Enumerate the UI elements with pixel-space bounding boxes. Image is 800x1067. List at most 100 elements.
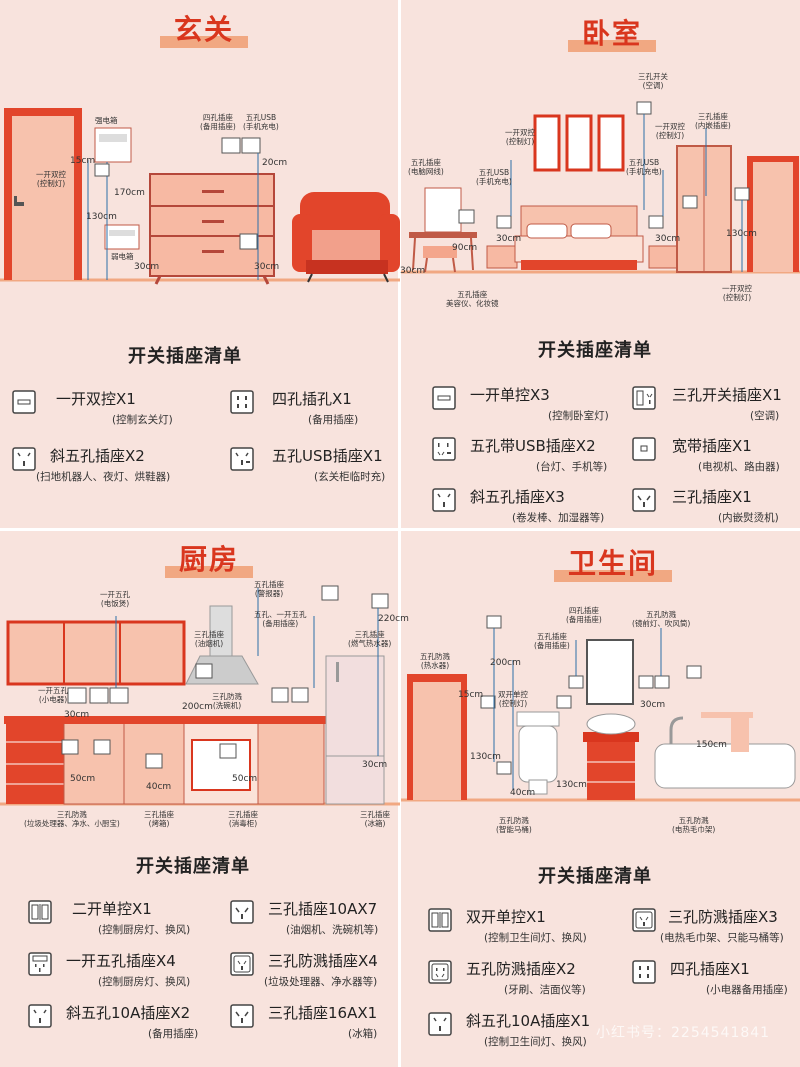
three-hole-socket-icon (230, 900, 254, 924)
item-name: 五孔带USB插座X2 (470, 437, 596, 455)
item-name: 一开单控X3 (470, 386, 550, 404)
slant-five-socket-icon (28, 1004, 52, 1028)
bedroom-dim-30a: 30cm (400, 266, 426, 276)
item-sub: (卷发棒、加湿器等) (512, 512, 605, 524)
entry-dim-30b: 30cm (254, 262, 280, 272)
kitchen-label-dish: 三孔防溅 (洗碗机) (212, 692, 242, 710)
item-sub: (冰箱) (348, 1028, 378, 1040)
bathroom-label-heater: 五孔防溅 (热水器) (420, 652, 450, 670)
kitchen-label-oven: 三孔插座 (烤箱) (144, 810, 174, 828)
bedroom-dim-30b: 30cm (496, 234, 522, 244)
kitchen-title: 厨房 (165, 536, 254, 580)
bathroom-dim-130b: 130cm (556, 780, 587, 790)
switch-five-socket-icon (28, 952, 52, 976)
bedroom-dim-130: 130cm (726, 229, 757, 239)
item-sub: (垃圾处理器、净水器等) (264, 976, 378, 988)
single-switch-icon (432, 386, 456, 410)
item-name: 双开单控X1 (466, 908, 546, 926)
kitchen-dim-30b: 30cm (362, 760, 388, 770)
four-hole-socket-icon (230, 390, 254, 414)
kitchen-dim-200: 200cm (182, 702, 213, 712)
kitchen-dim-50b: 50cm (232, 774, 258, 784)
bedroom-list-title: 开关插座清单 (538, 340, 652, 361)
bedroom-label-net: 五孔插座 (电脑网线) (408, 158, 444, 176)
item-name: 三孔插座X1 (672, 488, 752, 506)
entry-dim-130: 130cm (86, 212, 117, 222)
item-sub: (控制厨房灯、换风) (98, 976, 191, 988)
kitchen-label-spare: 五孔、一开五孔 (备用插座) (254, 610, 307, 628)
kitchen-label-hood: 三孔插座 (油烟机) (194, 630, 224, 648)
bathroom-title: 卫生间 (554, 540, 673, 584)
item-sub: (牙刷、洁面仪等) (504, 984, 586, 996)
horizontal-divider (0, 528, 800, 531)
entry-label-switch: 一开双控 (控制灯) (36, 170, 66, 188)
item-sub: (电热毛巾架、只能马桶等) (660, 932, 784, 944)
kitchen-dim-30a: 30cm (64, 710, 90, 720)
kitchen-label-disinfect: 三孔插座 (消毒柜) (228, 810, 258, 828)
item-sub: (油烟机、洗碗机等) (286, 924, 379, 936)
item-name: 二开单控X1 (72, 900, 152, 918)
kitchen-label-heater: 三孔插座 (燃气热水器) (348, 630, 392, 648)
item-name: 斜五孔插座X2 (50, 447, 145, 465)
bathroom-dim-150: 150cm (696, 740, 727, 750)
splash-three-socket-icon (230, 952, 254, 976)
item-name: 五孔防溅插座X2 (466, 960, 576, 978)
bedroom-label-inner: 三孔插座 (内嵌插座) (695, 112, 731, 130)
entry-dim-15: 15cm (70, 156, 96, 166)
item-name: 三孔防溅插座X4 (268, 952, 378, 970)
bedroom-label-usb2: 五孔USB (手机充电) (626, 158, 662, 176)
bathroom-label-mirror: 五孔防溅 (镜前灯、吹风筒) (632, 610, 691, 628)
double-switch-icon (428, 908, 452, 932)
slant-five-socket-icon (428, 1012, 452, 1036)
item-name: 一开双控X1 (56, 390, 136, 408)
four-hole-socket-icon (632, 960, 656, 984)
entry-list-title: 开关插座清单 (128, 346, 242, 367)
item-name: 五孔USB插座X1 (272, 447, 383, 465)
item-sub: (备用插座) (308, 414, 359, 426)
item-name: 四孔插座X1 (670, 960, 750, 978)
bathroom-dim-30: 30cm (640, 700, 666, 710)
three-hole-socket-icon (230, 1004, 254, 1028)
item-name: 斜五孔10A插座X2 (66, 1004, 191, 1022)
item-name: 宽带插座X1 (672, 437, 752, 455)
kitchen-label-rice: 一开五孔 (电饭煲) (100, 590, 130, 608)
item-name: 四孔插孔X1 (272, 390, 352, 408)
double-switch-icon (28, 900, 52, 924)
bedroom-dim-90: 90cm (452, 243, 478, 253)
slant-five-socket-icon (12, 447, 36, 471)
usb-five-socket-icon (230, 447, 254, 471)
bedroom-dim-30c: 30cm (655, 234, 681, 244)
item-name: 三孔防溅插座X3 (668, 908, 778, 926)
item-sub: (备用插座) (148, 1028, 199, 1040)
bathroom-dim-200: 200cm (490, 658, 521, 668)
entry-label-usb: 五孔USB (手机充电) (243, 113, 279, 131)
kitchen-scene (0, 585, 400, 806)
item-sub: (空调) (750, 410, 780, 422)
vertical-divider-bottom (398, 531, 401, 1067)
bathroom-scene (401, 615, 800, 802)
item-sub: (扫地机器人、夜灯、烘鞋器) (36, 471, 171, 483)
broadband-socket-icon (632, 437, 656, 461)
single-switch-icon (12, 390, 36, 414)
entry-title: 玄关 (160, 6, 249, 50)
splash-five-socket-icon (428, 960, 452, 984)
item-sub: (控制玄关灯) (112, 414, 173, 426)
item-name: 三孔开关插座X1 (672, 386, 782, 404)
bathroom-label-towel: 五孔防溅 (电热毛巾架) (672, 816, 716, 834)
item-name: 斜五孔10A插座X1 (466, 1012, 591, 1030)
three-switch-socket-icon (632, 386, 656, 410)
item-sub: (控制卧室灯) (548, 410, 609, 422)
bedroom-label-beauty: 五孔插座 美容仪、化妆镜 (446, 290, 499, 308)
usb-five-socket-icon (432, 437, 456, 461)
bedroom-label-usb1: 五孔USB (手机充电) (476, 168, 512, 186)
item-sub: (控制厨房灯、换风) (98, 924, 191, 936)
bathroom-dim-15: 15cm (458, 690, 484, 700)
item-sub: (控制卫生间灯、换风) (484, 932, 587, 944)
entry-label-weak: 弱电箱 (111, 252, 134, 261)
bathroom-label-toilet: 五孔防溅 (智能马桶) (496, 816, 532, 834)
item-sub: (电视机、路由器) (698, 461, 780, 473)
entry-label-four: 四孔插座 (备用插座) (200, 113, 236, 131)
bedroom-label-ctrl3: 一开双控 (控制灯) (722, 284, 752, 302)
slant-five-socket-icon (432, 488, 456, 512)
bedroom-label-ctrl: 一开双控 (控制灯) (505, 128, 535, 146)
